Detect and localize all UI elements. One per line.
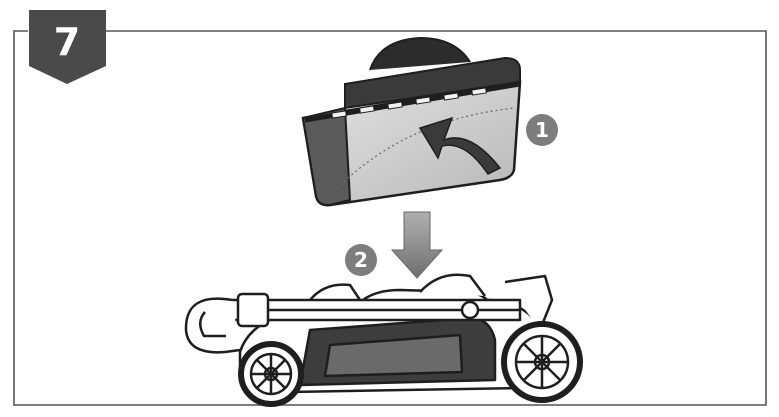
step-badge: 7 [29, 10, 106, 84]
grass-catcher-bag [301, 36, 522, 207]
callout-1: 1 [526, 114, 558, 146]
callout-1-number: 1 [535, 118, 549, 142]
step-number: 7 [54, 20, 80, 64]
callout-2: 2 [345, 244, 377, 276]
tilt-arrow [418, 116, 502, 175]
rear-wheel [501, 321, 583, 403]
callout-2-number: 2 [354, 248, 368, 272]
lawn-mower [184, 273, 583, 407]
down-arrow [390, 211, 444, 279]
diagram-frame [13, 30, 767, 406]
front-wheel [238, 341, 304, 407]
